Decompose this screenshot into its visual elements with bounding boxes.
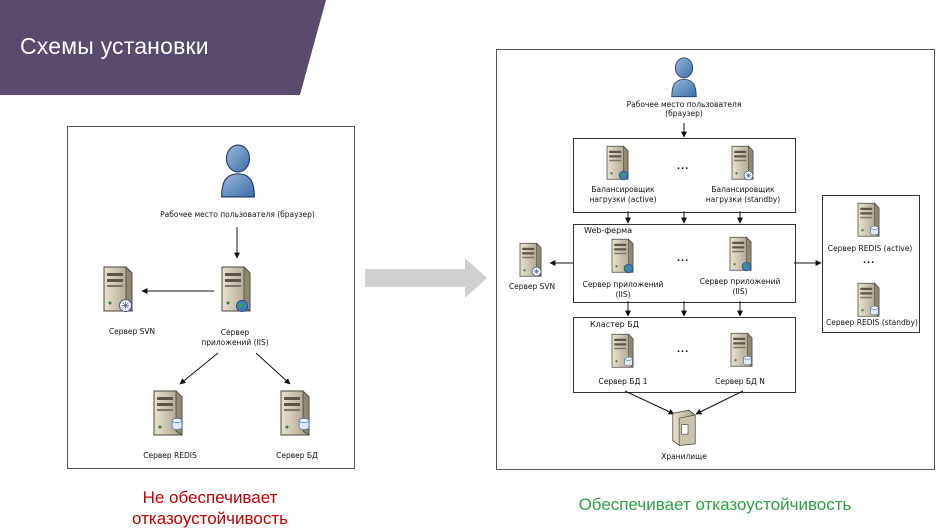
globe-icon — [741, 261, 752, 272]
dbcluster-title: Кластер БД — [590, 320, 640, 329]
app1-label-1: Сервер приложений — [582, 280, 664, 289]
db-ellipsis: ... — [677, 343, 690, 355]
right-user-label-1: Рабочее место пользователя — [626, 100, 742, 109]
storage-label: Хранилище — [661, 452, 707, 461]
left-redis-label: Сервер REDIS — [143, 451, 197, 460]
lb-ellipsis: ... — [677, 160, 690, 172]
dbn-label: Сервер БД N — [715, 377, 765, 386]
right-user-icon — [671, 57, 697, 98]
right-user-label-2: (браузер) — [665, 109, 703, 118]
webfarm-group — [573, 224, 796, 303]
lb-standby-label-1: Балансировщик — [711, 185, 775, 194]
left-caption-line-1: Не обеспечивает — [142, 488, 278, 507]
app2-label-1: Сервер приложений — [699, 277, 781, 286]
left-svn-label: Сервер SVN — [108, 327, 156, 336]
webfarm-ellipsis: ... — [677, 252, 690, 264]
redis-standby-label: Сервер REDIS (standby) — [826, 318, 918, 327]
app1-label-2: (IIS) — [615, 290, 631, 299]
redis-ellipsis: ... — [863, 254, 876, 266]
transition-arrow — [365, 258, 487, 298]
svn-icon — [743, 170, 754, 181]
header-banner — [0, 0, 326, 95]
left-app-label-2: приложений (IIS) — [201, 338, 269, 347]
database-icon — [624, 356, 633, 367]
right-caption: Обеспечивает отказоустойчивость — [578, 495, 852, 514]
database-icon — [870, 305, 879, 316]
dbcluster-group — [573, 317, 796, 393]
left-user-label: Рабочее место пользователя (браузер) — [160, 210, 315, 219]
left-caption-line-2: отказоустойчивость — [132, 509, 288, 528]
lb-active-label-1: Балансировщик — [591, 185, 655, 194]
page-title: Схемы установки — [20, 33, 209, 59]
lb-active-label-2: нагрузки (active) — [589, 195, 657, 204]
left-app-label-1: Сервер — [220, 328, 250, 337]
storage-icon — [672, 409, 696, 446]
db1-label: Сервер БД 1 — [598, 377, 648, 386]
left-db-label: Сервер БД — [276, 451, 318, 460]
webfarm-title: Web-ферма — [584, 226, 633, 235]
database-icon — [743, 355, 752, 366]
lb-standby-label-2: нагрузки (standby) — [705, 195, 781, 204]
globe-icon — [623, 263, 634, 274]
left-caption: Не обеспечивает отказоустойчивость — [100, 487, 320, 529]
app2-label-2: (IIS) — [732, 287, 748, 296]
redis-active-label: Сервер REDIS (active) — [827, 244, 913, 253]
right-svn-label: Сервер SVN — [508, 282, 556, 291]
svn-icon — [531, 266, 542, 277]
globe-icon — [618, 170, 629, 181]
database-icon — [870, 225, 879, 236]
